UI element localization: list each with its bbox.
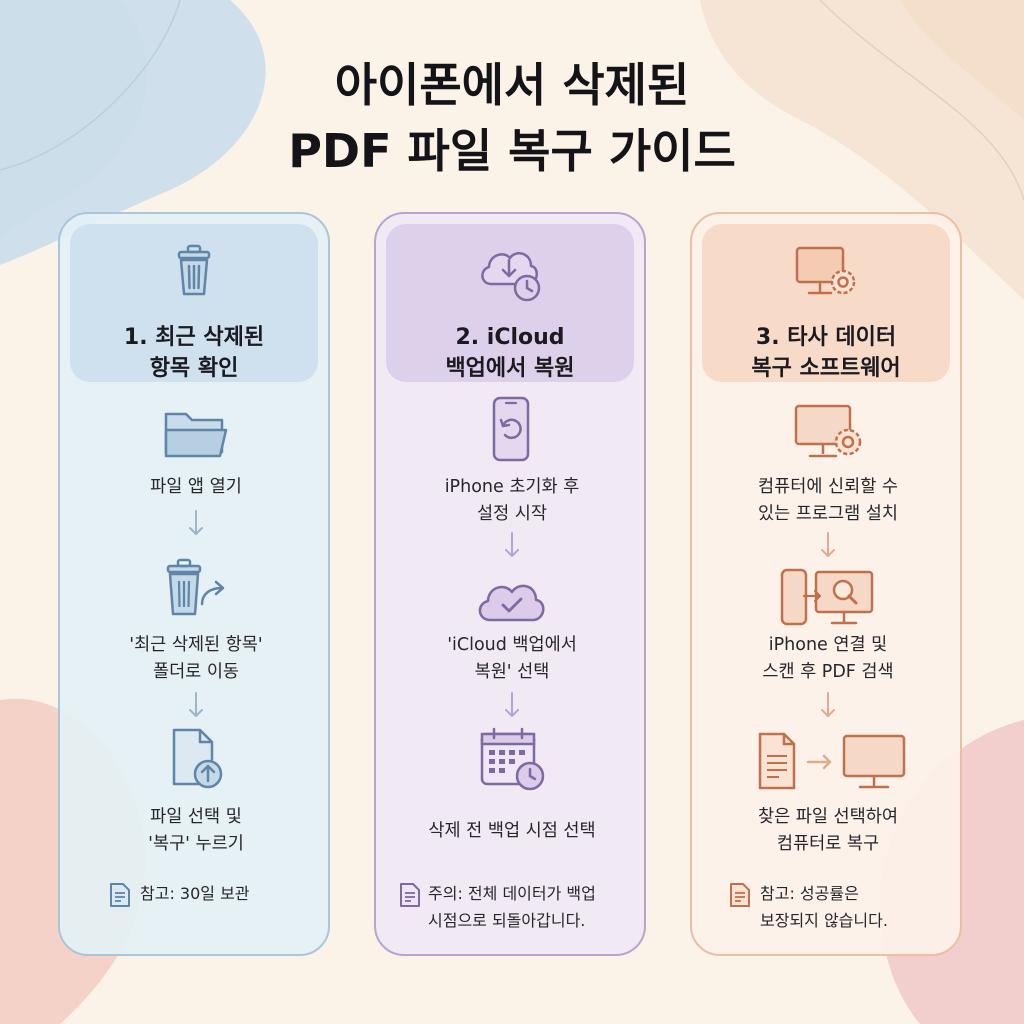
step-1-text: 파일 앱 열기 [150, 477, 242, 497]
step-3-text: 찾은 파일 선택하여 컴퓨터로 복구 [758, 807, 898, 854]
trash-icon [177, 244, 211, 296]
arrow-down-icon [505, 532, 519, 557]
step-1-text: 컴퓨터에 신뢰할 수 있는 프로그램 설치 [758, 477, 898, 524]
title-line-1: 아이폰에서 삭제된 [334, 58, 690, 112]
arrow-down-icon [821, 532, 835, 557]
step-1-text: iPhone 초기화 후 설정 시작 [444, 477, 580, 524]
title-line-2: PDF 파일 복구 가이드 [288, 124, 736, 178]
panel-header: 3. 타사 데이터 복구 소프트웨어 [702, 224, 950, 382]
page-title: 아이폰에서 삭제된 PDF 파일 복구 가이드 [0, 52, 1024, 184]
file-upload-icon [172, 728, 223, 789]
note-text: 주의: 전체 데이터가 백업 시점으로 되돌아갑니다. [428, 884, 596, 930]
step-3-text: 파일 선택 및 '복구' 누르기 [148, 807, 244, 854]
phone-monitor-search-icon [780, 568, 874, 626]
arrow-down-icon [505, 692, 519, 717]
monitor-gear-icon [794, 404, 862, 458]
note-icon [400, 883, 420, 907]
panel-title: 2. iCloud 백업에서 복원 [445, 325, 575, 381]
monitor-gear-icon [795, 246, 856, 295]
panel-header: 2. iCloud 백업에서 복원 [386, 224, 634, 382]
step-2-text: iPhone 연결 및 스캔 후 PDF 검색 [762, 635, 894, 682]
step-3-text: 삭제 전 백업 시점 선택 [428, 821, 596, 841]
panel-title: 1. 최근 삭제된 항목 확인 [123, 325, 265, 381]
panel-title: 3. 타사 데이터 복구 소프트웨어 [751, 325, 901, 381]
calendar-clock-icon [480, 727, 545, 791]
note-icon [730, 883, 750, 907]
cloud-download-clock-icon [481, 252, 541, 302]
folder-icon [164, 412, 228, 458]
phone-reset-icon [492, 396, 530, 462]
note-text: 참고: 30일 보관 [140, 884, 250, 903]
arrow-down-icon [189, 692, 203, 717]
panel-third-party-software: 3. 타사 데이터 복구 소프트웨어 컴퓨터에 신뢰할 수 있는 프로그램 설치… [690, 212, 962, 956]
step-2-text: '최근 삭제된 항목' 폴더로 이동 [129, 635, 263, 682]
step-2-text: 'iCloud 백업에서 복원' 선택 [447, 635, 577, 682]
panel-icloud-restore: 2. iCloud 백업에서 복원 iPhone 초기화 후 설정 시작 'iC… [374, 212, 646, 956]
arrow-down-icon [821, 692, 835, 717]
cloud-check-icon [478, 584, 545, 622]
document-to-monitor-icon [758, 732, 906, 790]
note-icon [110, 883, 130, 907]
arrow-down-icon [189, 510, 203, 535]
note-text: 참고: 성공률은 보장되지 않습니다. [760, 884, 888, 930]
panel-header: 1. 최근 삭제된 항목 확인 [70, 224, 318, 382]
trash-restore-icon [166, 558, 225, 616]
panel-recently-deleted: 1. 최근 삭제된 항목 확인 파일 앱 열기 '최근 삭제된 항목' 폴더로 … [58, 212, 330, 956]
